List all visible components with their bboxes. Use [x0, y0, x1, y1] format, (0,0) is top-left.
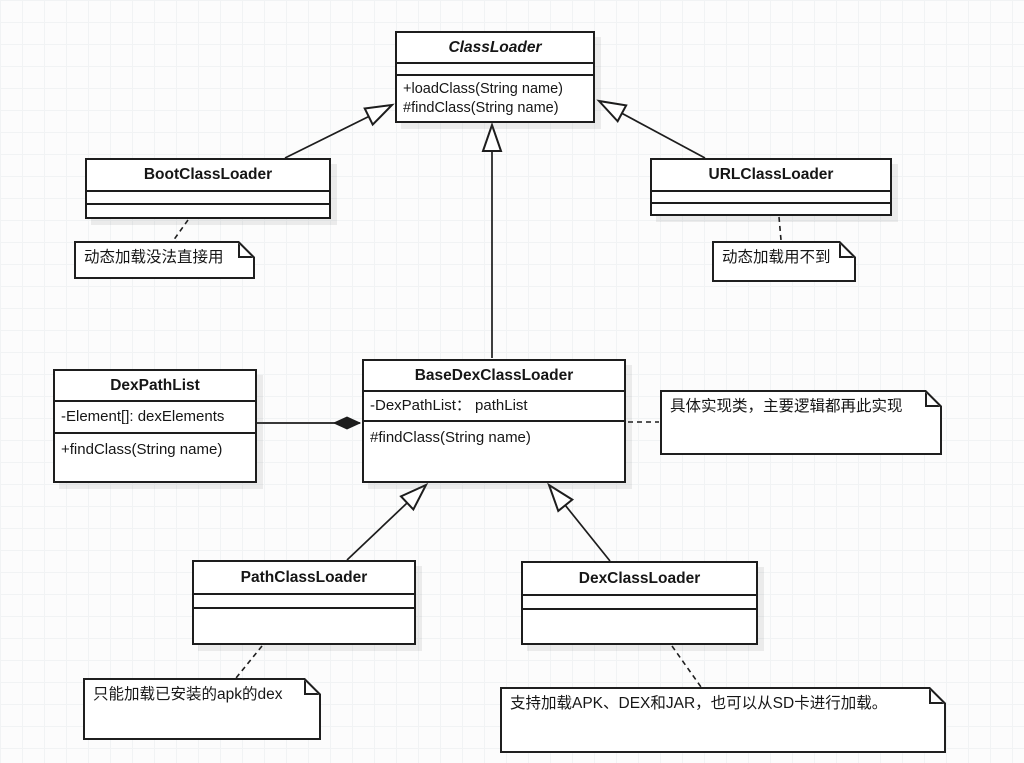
classloader-methods-compartment: +loadClass(String name) #findClass(Strin…: [397, 76, 593, 121]
classloader-attributes-compartment: [397, 64, 593, 76]
note-text: 动态加载用不到: [722, 249, 831, 266]
bootclassloader-attributes-compartment: [87, 192, 329, 205]
note-urlclassloader[interactable]: 动态加载用不到: [712, 241, 856, 282]
note-body: [502, 689, 944, 751]
class-title-pathclassloader: PathClassLoader: [194, 562, 414, 595]
note-link-urlclassloader[interactable]: [778, 216, 782, 241]
method: +findClass(String name): [61, 441, 223, 458]
urlclassloader-attributes-compartment: [652, 192, 890, 204]
class-box-dexclassloader[interactable]: DexClassLoader: [521, 561, 758, 645]
dexpathlist-attributes-compartment: -Element[]: dexElements: [55, 402, 255, 434]
note-pathclassloader[interactable]: 只能加载已安装的apk的dex: [83, 678, 321, 740]
dexpathlist-methods-compartment: +findClass(String name): [55, 434, 255, 481]
note-text: 具体实现类，主要逻辑都再此实现: [670, 398, 903, 415]
class-title-classloader: ClassLoader: [397, 33, 593, 64]
note-body: [76, 243, 253, 277]
generalization-bootclassloader-classloader[interactable]: [284, 103, 395, 159]
note-body: [662, 392, 940, 453]
dexclassloader-attributes-compartment: [523, 596, 756, 610]
attribute: -DexPathList： pathList: [370, 397, 528, 414]
note-text: 动态加载没法直接用: [84, 249, 224, 266]
generalization-urlclassloader-classloader[interactable]: [596, 99, 706, 159]
method: #findClass(String name): [370, 429, 531, 446]
note-dexclassloader[interactable]: 支持加载APK、DEX和JAR，也可以从SD卡进行加载。: [500, 687, 946, 753]
basedexclassloader-attributes-compartment: -DexPathList： pathList: [364, 392, 624, 422]
class-title-dexpathlist: DexPathList: [55, 371, 255, 402]
class-box-bootclassloader[interactable]: BootClassLoader: [85, 158, 331, 219]
urlclassloader-methods-compartment: [652, 204, 890, 214]
bootclassloader-methods-compartment: [87, 205, 329, 217]
method: +loadClass(String name): [403, 81, 563, 97]
class-box-dexpathlist[interactable]: DexPathList -Element[]: dexElements +fin…: [53, 369, 257, 483]
note-body: [85, 680, 319, 738]
attribute: -Element[]: dexElements: [61, 408, 225, 425]
note-link-dexclassloader[interactable]: [671, 645, 702, 688]
class-title-basedexclassloader: BaseDexClassLoader: [364, 361, 624, 392]
note-text: 支持加载APK、DEX和JAR，也可以从SD卡进行加载。: [510, 695, 888, 712]
generalization-pathclassloader-basedexclassloader[interactable]: [346, 482, 429, 561]
class-box-pathclassloader[interactable]: PathClassLoader: [192, 560, 416, 645]
note-text: 只能加载已安装的apk的dex: [93, 686, 283, 703]
pathclassloader-attributes-compartment: [194, 595, 414, 609]
note-bootclassloader[interactable]: 动态加载没法直接用: [74, 241, 255, 279]
class-title-bootclassloader: BootClassLoader: [87, 160, 329, 192]
basedexclassloader-methods-compartment: #findClass(String name): [364, 422, 624, 481]
note-link-pathclassloader[interactable]: [235, 645, 263, 679]
class-box-urlclassloader[interactable]: URLClassLoader: [650, 158, 892, 216]
method: #findClass(String name): [403, 100, 559, 116]
class-box-classloader[interactable]: ClassLoader +loadClass(String name) #fin…: [395, 31, 595, 123]
pathclassloader-methods-compartment: [194, 609, 414, 643]
generalization-dexclassloader-basedexclassloader[interactable]: [547, 482, 611, 562]
note-basedexclassloader[interactable]: 具体实现类，主要逻辑都再此实现: [660, 390, 942, 455]
class-title-dexclassloader: DexClassLoader: [523, 563, 756, 596]
class-title-urlclassloader: URLClassLoader: [652, 160, 890, 192]
class-box-basedexclassloader[interactable]: BaseDexClassLoader -DexPathList： pathLis…: [362, 359, 626, 483]
note-body: [714, 243, 854, 280]
dexclassloader-methods-compartment: [523, 610, 756, 643]
note-link-bootclassloader[interactable]: [172, 219, 189, 242]
